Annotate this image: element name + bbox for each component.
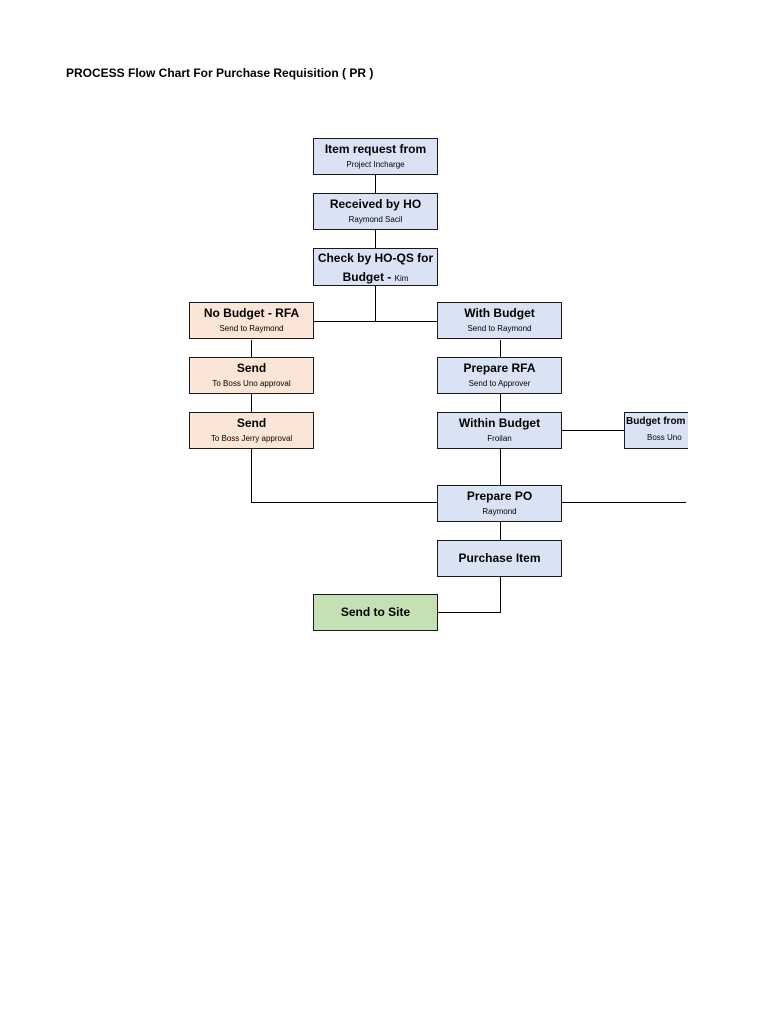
node-budget-from-title: Budget from: [626, 416, 686, 427]
node-purchase-item-title: Purchase Item: [458, 551, 541, 565]
node-check-budget-title-text: Check by HO-QS for Budget -: [317, 251, 434, 284]
node-send-to-site-title: Send to Site: [340, 605, 411, 619]
node-send-uno-title: Send: [236, 361, 267, 375]
node-item-request-sub: Project Incharge: [346, 160, 405, 169]
node-budget-from: Budget from Boss Uno: [624, 412, 688, 449]
node-send-jerry-sub: To Boss Jerry approval: [210, 434, 293, 443]
node-prepare-po-title: Prepare PO: [466, 489, 533, 503]
node-no-budget: No Budget - RFA Send to Raymond: [189, 302, 314, 339]
node-with-budget-sub: Send to Raymond: [467, 324, 532, 333]
node-with-budget: With Budget Send to Raymond: [437, 302, 562, 339]
node-within-budget-sub: Froilan: [487, 434, 512, 443]
node-budget-from-sub: Boss Uno: [647, 433, 682, 442]
node-received-ho-sub: Raymond Sacil: [348, 215, 403, 224]
node-send-jerry: Send To Boss Jerry approval: [189, 412, 314, 449]
node-received-ho-title: Received by HO: [329, 197, 422, 211]
node-send-jerry-title: Send: [236, 416, 267, 430]
node-prepare-rfa-title: Prepare RFA: [463, 361, 536, 375]
node-prepare-po: Prepare PO Raymond: [437, 485, 562, 522]
node-check-budget-sub: Kim: [394, 274, 409, 283]
connector-purchase-to-site: [438, 577, 501, 613]
node-prepare-po-sub: Raymond: [482, 507, 517, 516]
node-check-budget: Check by HO-QS for Budget - Kim: [313, 248, 438, 286]
node-item-request-title: Item request from: [324, 142, 427, 156]
node-item-request: Item request from Project Incharge: [313, 138, 438, 175]
node-with-budget-title: With Budget: [464, 306, 535, 320]
page-title: PROCESS Flow Chart For Purchase Requisit…: [66, 66, 374, 80]
node-no-budget-title: No Budget - RFA: [203, 306, 300, 320]
node-within-budget: Within Budget Froilan: [437, 412, 562, 449]
node-received-ho: Received by HO Raymond Sacil: [313, 193, 438, 230]
node-send-uno: Send To Boss Uno approval: [189, 357, 314, 394]
node-prepare-rfa-sub: Send to Approver: [468, 379, 531, 388]
node-check-budget-title: Check by HO-QS for Budget - Kim: [314, 249, 437, 285]
node-send-uno-sub: To Boss Uno approval: [212, 379, 291, 388]
node-purchase-item: Purchase Item: [437, 540, 562, 577]
node-within-budget-title: Within Budget: [458, 416, 541, 430]
node-no-budget-sub: Send to Raymond: [219, 324, 284, 333]
node-send-to-site: Send to Site: [313, 594, 438, 631]
connector-send2-to-prepare-po: [251, 449, 438, 503]
node-prepare-rfa: Prepare RFA Send to Approver: [437, 357, 562, 394]
